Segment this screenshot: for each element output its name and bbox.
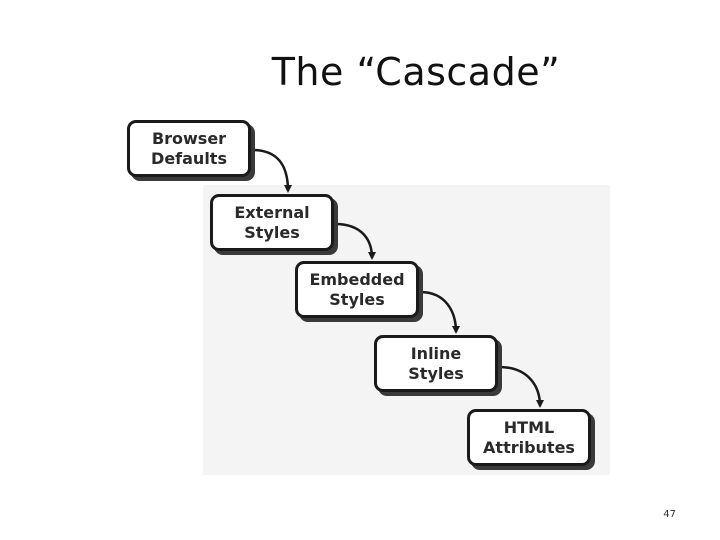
step-label-line1: External: [234, 202, 310, 222]
step-label-line2: Defaults: [151, 148, 227, 168]
step-label-line2: Styles: [408, 363, 464, 383]
step-label-line1: HTML: [503, 417, 555, 437]
page-number: 47: [663, 509, 676, 520]
slide-title: The “Cascade”: [271, 50, 561, 94]
step-label-line2: Styles: [244, 222, 300, 242]
step-label-line1: Embedded: [309, 269, 405, 289]
step-label-line2: Attributes: [483, 437, 575, 457]
step-external-styles: External Styles: [210, 194, 334, 251]
step-label-line1: Inline: [410, 343, 462, 363]
step-html-attributes: HTML Attributes: [467, 409, 591, 466]
step-label-line2: Styles: [329, 289, 385, 309]
step-embedded-styles: Embedded Styles: [295, 261, 419, 318]
step-browser-defaults: Browser Defaults: [127, 120, 251, 177]
step-label-line1: Browser: [151, 128, 227, 148]
step-inline-styles: Inline Styles: [374, 335, 498, 392]
